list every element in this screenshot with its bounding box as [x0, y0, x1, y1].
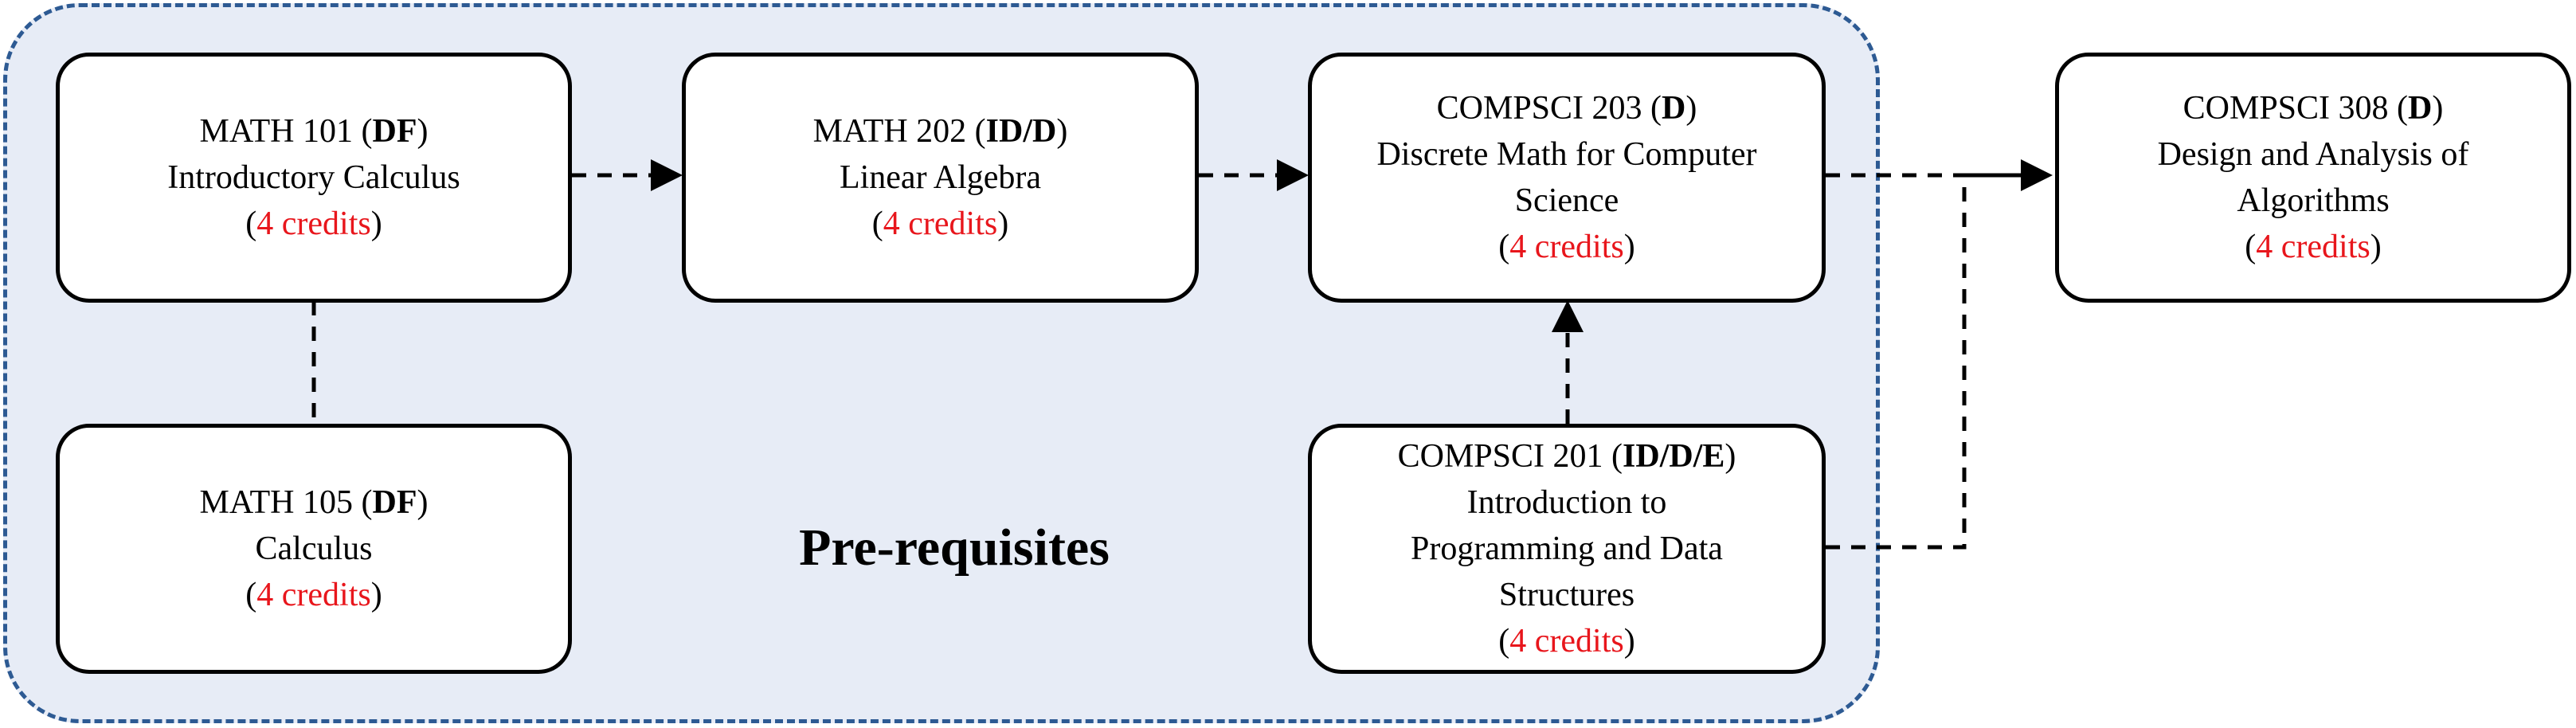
course-code-line: COMPSCI 203 (D) — [1436, 90, 1697, 127]
course-code-line: MATH 105 (DF) — [199, 484, 429, 521]
course-node-math101: MATH 101 (DF) Introductory Calculus (4 c… — [56, 53, 572, 303]
course-code-line: MATH 202 (ID/D) — [812, 113, 1068, 150]
course-name: Calculus — [255, 530, 373, 567]
course-node-math105: MATH 105 (DF) Calculus (4 credits) — [56, 424, 572, 674]
course-credits-line: (4 credits) — [1498, 229, 1635, 265]
course-code-line: MATH 101 (DF) — [199, 113, 429, 150]
course-credits: 4 credits — [2256, 229, 2370, 265]
course-name-line: Design and Analysis of — [2157, 136, 2469, 173]
course-credits: 4 credits — [256, 577, 371, 613]
course-credits: 4 credits — [1509, 623, 1624, 660]
course-name-line: Introduction to — [1466, 484, 1667, 521]
course-name: Introductory Calculus — [167, 159, 460, 196]
course-node-math202: MATH 202 (ID/D) Linear Algebra (4 credit… — [682, 53, 1199, 303]
prerequisites-label: Pre-requisites — [799, 519, 1110, 577]
course-credits: 4 credits — [883, 205, 998, 242]
edge-compsci201-junction — [1826, 175, 1967, 550]
course-node-compsci201: COMPSCI 201 (ID/D/E) Introduction to Pro… — [1308, 424, 1826, 674]
course-credits-line: (4 credits) — [245, 205, 382, 242]
course-name: Linear Algebra — [839, 159, 1042, 196]
course-credits: 4 credits — [1509, 229, 1624, 265]
course-node-compsci308: COMPSCI 308 (D) Design and Analysis of A… — [2055, 53, 2571, 303]
course-name-line: Structures — [1498, 577, 1635, 613]
course-code-line: COMPSCI 308 (D) — [2183, 90, 2444, 127]
course-node-compsci203: COMPSCI 203 (D) Discrete Math for Comput… — [1308, 53, 1826, 303]
course-credits: 4 credits — [256, 205, 371, 242]
course-credits-line: (4 credits) — [871, 205, 1009, 242]
course-name-line: Discrete Math for Computer — [1376, 136, 1757, 173]
course-name-line: Science — [1514, 182, 1619, 219]
course-credits-line: (4 credits) — [1498, 623, 1635, 660]
course-code-line: COMPSCI 201 (ID/D/E) — [1397, 438, 1736, 475]
course-credits-line: (4 credits) — [2245, 229, 2382, 265]
course-credits-line: (4 credits) — [245, 577, 382, 613]
course-name-line: Programming and Data — [1411, 530, 1723, 567]
course-name-line: Algorithms — [2237, 182, 2390, 219]
